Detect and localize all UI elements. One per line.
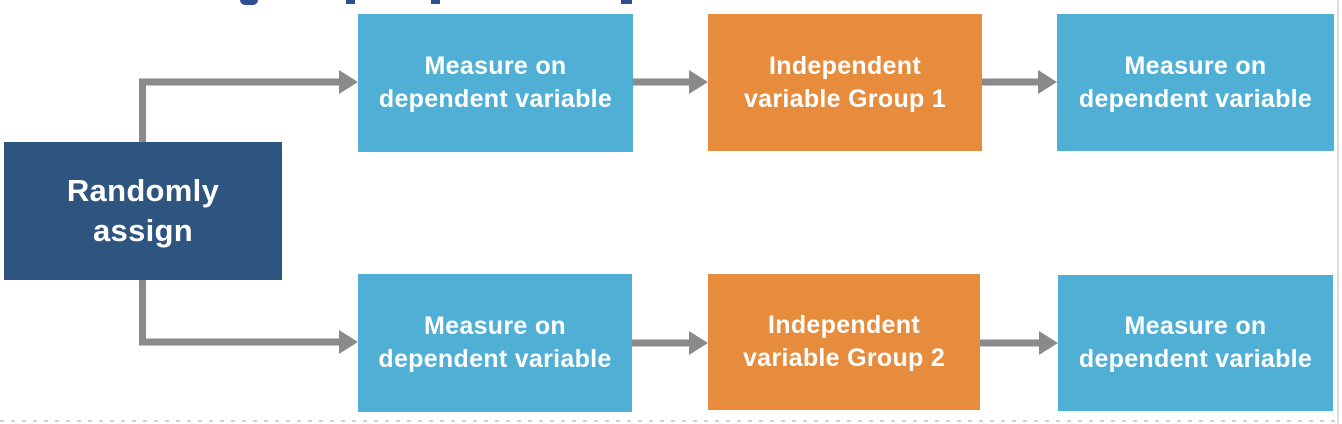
clipped-title-fragment <box>240 0 258 5</box>
iv-group2-label-line2: variable Group 2 <box>742 344 946 372</box>
arrow-iv2-to-measure4 <box>980 331 1058 355</box>
measure-pre-group1-label-line2: dependent variable <box>378 85 613 113</box>
measure-post-group2-label-line2: dependent variable <box>1078 345 1313 373</box>
measure-post-group2-box: Measure on dependent variable <box>1058 275 1333 411</box>
measure-post-group1-label-line1: Measure on <box>1124 51 1267 80</box>
randomly-assign-label-line2: assign <box>92 213 193 248</box>
clipped-title-fragment <box>431 0 440 4</box>
iv-group1-label-line1: Independent <box>769 51 921 80</box>
iv-group2-label-line1: Independent <box>768 311 920 339</box>
independent-variable-group2-box: Independent variable Group 2 <box>708 274 980 410</box>
measure-post-group1-label-line2: dependent variable <box>1078 84 1313 113</box>
randomly-assign-box: Randomly assign <box>4 142 282 280</box>
measure-post-group2-label-line1: Measure on <box>1124 312 1267 340</box>
arrow-measure1-to-iv1 <box>633 70 708 94</box>
measure-post-group1-box: Measure on dependent variable <box>1057 14 1334 151</box>
measure-pre-group2-label-line1: Measure on <box>424 312 566 340</box>
iv-group1-label-line2: variable Group 1 <box>743 84 947 113</box>
right-edge-boundary <box>1337 0 1339 424</box>
clipped-title-fragment <box>346 0 355 4</box>
measure-pre-group2-label-line2: dependent variable <box>378 345 612 373</box>
measure-pre-group1-box: Measure on dependent variable <box>358 14 633 152</box>
randomly-assign-label-line1: Randomly <box>66 173 220 208</box>
measure-pre-group2-box: Measure on dependent variable <box>358 274 632 412</box>
arrow-iv1-to-measure2 <box>982 70 1057 94</box>
measure-pre-group1-label-line1: Measure on <box>424 52 567 80</box>
clipped-title-fragment <box>621 0 632 4</box>
arrow-measure3-to-iv2 <box>632 331 708 355</box>
arrow-assign-to-bottom-row <box>139 278 358 354</box>
independent-variable-group1-box: Independent variable Group 1 <box>708 14 982 151</box>
arrow-assign-to-top-row <box>139 70 358 146</box>
